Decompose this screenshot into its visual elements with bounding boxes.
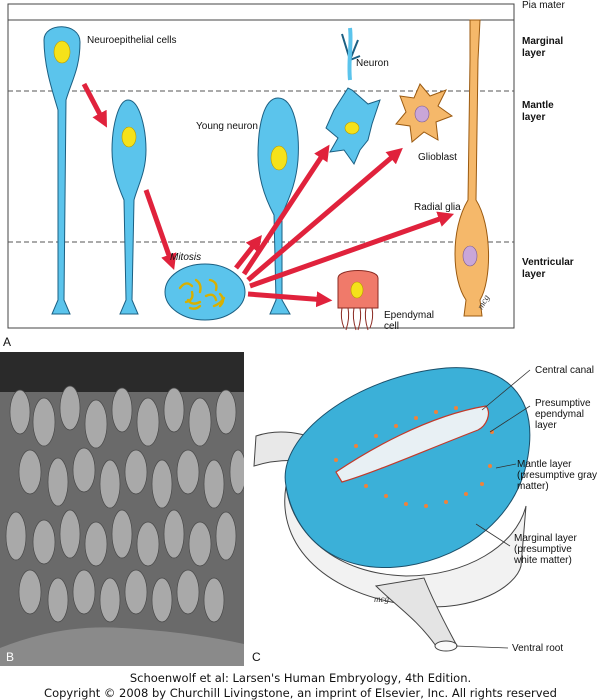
cord-cross-section: [284, 367, 531, 568]
central-canal: [335, 405, 490, 483]
neuroepithelial-cells-label: Neuroepithelial cells: [87, 35, 177, 46]
marginal-layer-label: Marginal layer: [522, 36, 564, 59]
nucleus-neuron: [344, 121, 360, 135]
ependymal-cilia: [340, 307, 374, 331]
panel-c-signature: mcg: [374, 594, 389, 604]
panel-c-letter: C: [252, 650, 261, 664]
neuron-dendrites: [347, 27, 353, 81]
marginal-layer-c-label: Marginal layer (presumptive white matter…: [514, 533, 577, 566]
nucleus-young-neuron: [270, 145, 288, 171]
central-canal-label: Central canal: [535, 365, 594, 376]
mantle-layer-label: Mantle layer: [522, 100, 554, 123]
leader-lines: [455, 369, 531, 649]
nucleus-1: [53, 40, 71, 64]
nucleus-glioblast: [414, 105, 430, 123]
neuron-label: Neuron: [356, 58, 389, 69]
presumptive-ependymal-label: Presumptive ependymal layer: [535, 398, 591, 431]
tissue-box: [7, 19, 515, 329]
young-neuron-cell: [257, 97, 299, 315]
radial-glia-cell: [454, 19, 490, 317]
young-neuron-label: Young neuron: [196, 121, 258, 132]
chromosomes: [178, 278, 226, 310]
panel-a-illustration: mcg: [7, 3, 515, 331]
panel-b-letter: B: [6, 650, 15, 664]
nucleus-radial-glia: [462, 245, 478, 267]
nucleus-ependymal: [350, 281, 364, 299]
neuroepithelial-cell-2: [111, 99, 147, 315]
radial-glia-label: Radial glia: [414, 202, 461, 213]
neuroepithelial-cell-1: [43, 26, 81, 315]
mitotic-cell: [164, 263, 246, 321]
ventral-root-end: [434, 640, 458, 652]
lineage-arrows: [81, 82, 455, 308]
nucleus-2: [121, 126, 137, 148]
ependymal-cell-label: Ependymal cell: [384, 310, 435, 332]
ventral-root-label: Ventral root: [512, 643, 564, 654]
sem-micrograph: [0, 352, 244, 666]
mitosis-label: Mitosis: [170, 252, 202, 263]
glioblast-label: Glioblast: [418, 152, 457, 163]
cord-side-wall: [284, 485, 527, 608]
pia-mater-label: Pia mater: [522, 0, 565, 11]
pia-mater-surface: [7, 3, 515, 21]
sem-cell-bodies: [5, 385, 244, 623]
ventricular-layer-label: Ventricular layer: [522, 257, 574, 280]
copyright-line: Copyright © 2008 by Churchill Livingston…: [44, 686, 557, 700]
panel-a-letter: A: [3, 335, 12, 349]
sem-ventricular-surface: [0, 627, 244, 666]
citation-line: Schoenwolf et al: Larsen's Human Embryol…: [129, 671, 472, 685]
mantle-layer-c-label: Mantle layer (presumptive gray matter): [517, 459, 598, 492]
panel-c-illustration: mcg: [253, 367, 531, 652]
